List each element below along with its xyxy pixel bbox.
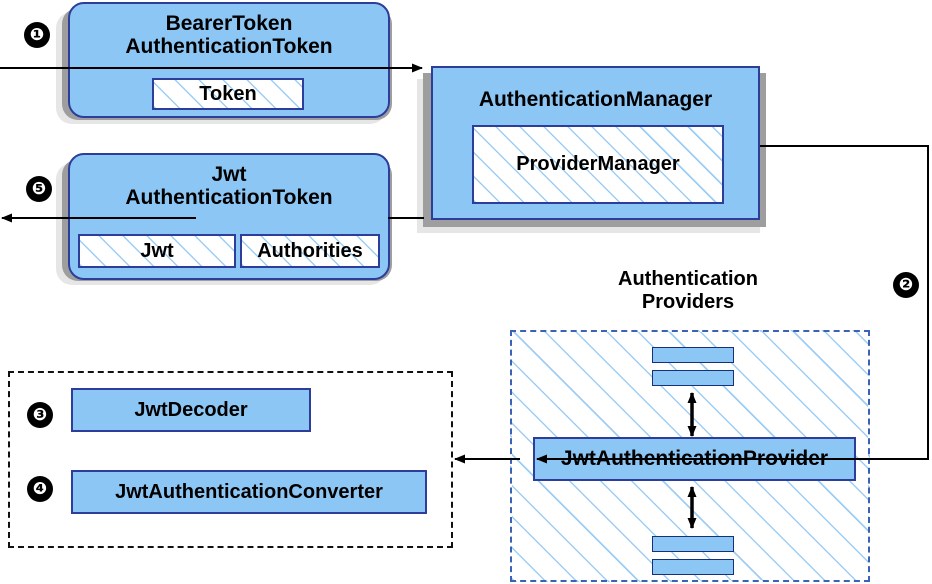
authorities-label: Authorities — [257, 239, 363, 262]
step-bullet-4: ❹ — [27, 476, 53, 502]
jwt-authentication-provider-node[interactable]: JwtAuthenticationProvider — [533, 437, 856, 481]
jwt-decoder-node[interactable]: JwtDecoder — [71, 388, 311, 432]
provider-bar-top-1 — [652, 347, 734, 363]
jwt-decoder-title: JwtDecoder — [134, 399, 248, 421]
provider-manager-label: ProviderManager — [516, 153, 680, 175]
token-inner-box[interactable]: Token — [152, 78, 304, 110]
step-bullet-1: ❶ — [24, 22, 50, 48]
bearer-token-authentication-token-title: BearerToken AuthenticationToken — [125, 12, 333, 59]
authentication-providers-label: Authentication Providers — [618, 268, 758, 313]
bearer-token-authentication-token-node[interactable]: BearerToken AuthenticationToken Token — [68, 2, 390, 118]
provider-bar-bottom-1 — [652, 536, 734, 552]
step-bullet-3: ❸ — [27, 402, 53, 428]
jwt-authentication-provider-title: JwtAuthenticationProvider — [560, 447, 829, 471]
token-label: Token — [199, 82, 257, 105]
jwt-authentication-converter-title: JwtAuthenticationConverter — [115, 481, 383, 503]
jwt-label: Jwt — [140, 239, 174, 262]
provider-bar-top-2 — [652, 370, 734, 386]
jwt-authentication-token-node[interactable]: Jwt AuthenticationToken Jwt Authorities — [68, 153, 390, 280]
provider-bar-bottom-2 — [652, 559, 734, 575]
authentication-manager-title: AuthenticationManager — [478, 88, 713, 111]
authentication-manager-node[interactable]: AuthenticationManager ProviderManager — [431, 66, 760, 220]
jwt-authentication-token-title: Jwt AuthenticationToken — [125, 163, 333, 210]
step-bullet-2: ❷ — [893, 272, 919, 298]
provider-manager-inner-box[interactable]: ProviderManager — [472, 125, 724, 204]
jwt-authentication-converter-node[interactable]: JwtAuthenticationConverter — [71, 470, 427, 514]
step-bullet-5: ❺ — [26, 176, 52, 202]
authorities-inner-box[interactable]: Authorities — [240, 234, 380, 268]
jwt-inner-box[interactable]: Jwt — [78, 234, 236, 268]
